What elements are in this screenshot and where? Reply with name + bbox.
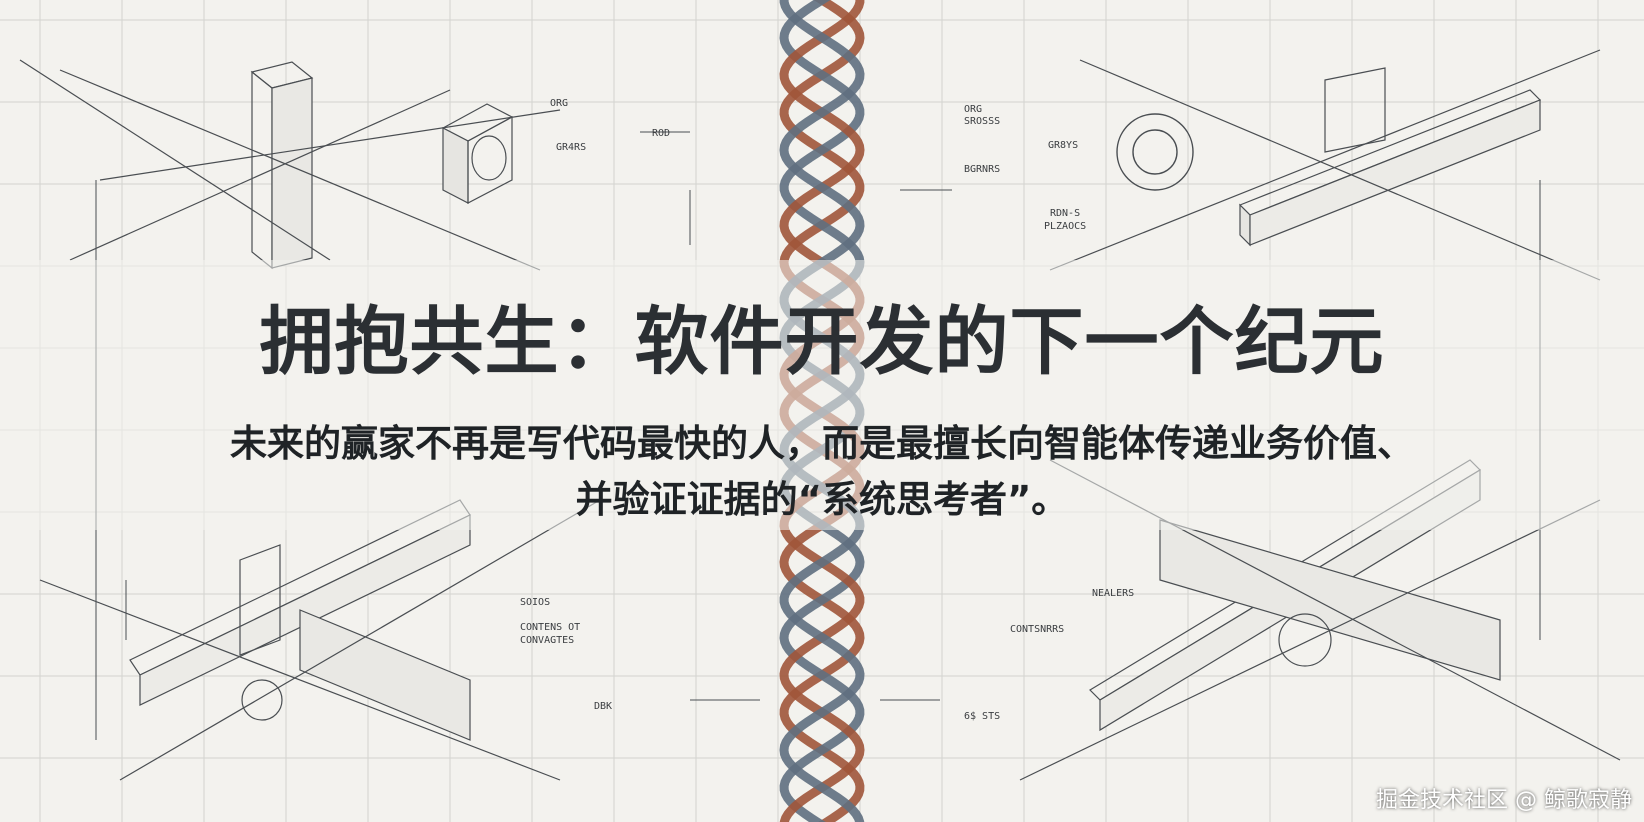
label-br-2: CONTSNRRS — [1010, 624, 1064, 635]
beam-sketch-bottom-right — [1019, 459, 1621, 781]
ibeam-sketch-top-right — [1049, 49, 1601, 281]
gear-sketch-top-right — [1116, 113, 1194, 191]
label-tcr-1: ORG — [964, 104, 982, 115]
watermark: 掘金技术社区 @ 鲸歌寂静 — [1376, 788, 1632, 813]
label-tr-2: RDN-S — [1050, 208, 1080, 219]
label-bl-2: CONTENS OT — [520, 622, 580, 633]
label-tcr-3: BGRNRS — [964, 164, 1000, 175]
sketch-labels: ORG GR4RS ROD ORG SROSSS BGRNRS GR8YS RD… — [520, 98, 1134, 722]
label-bc-2: 6$ STS — [964, 711, 1000, 722]
beam-sketch-bottom-left — [39, 499, 601, 781]
headline: 拥抱共生：软件开发的下一个纪元 — [259, 299, 1385, 385]
label-tl-2: GR4RS — [556, 142, 586, 153]
column-sketch-top-left — [19, 59, 561, 271]
label-tr-1: GR8YS — [1048, 140, 1078, 151]
label-bl-1: SOIOS — [520, 597, 550, 608]
subtitle-line-1: 未来的赢家不再是写代码最快的人，而是最擅长向智能体传递业务价值、 — [230, 422, 1414, 465]
title-backdrop — [0, 260, 1644, 530]
label-tl-1: ORG — [550, 98, 568, 109]
label-tcl-1: ROD — [652, 128, 670, 139]
subtitle-line-2: 并验证证据的“系统思考者”。 — [575, 478, 1069, 521]
label-br-1: NEALERS — [1092, 588, 1134, 599]
label-bc-1: DBK — [594, 701, 612, 712]
label-tcr-2: SROSSS — [964, 116, 1000, 127]
bracket-sketch-top-left — [441, 103, 514, 204]
label-bl-3: CONVAGTES — [520, 635, 574, 646]
label-tr-3: PLZAOCS — [1044, 221, 1086, 232]
